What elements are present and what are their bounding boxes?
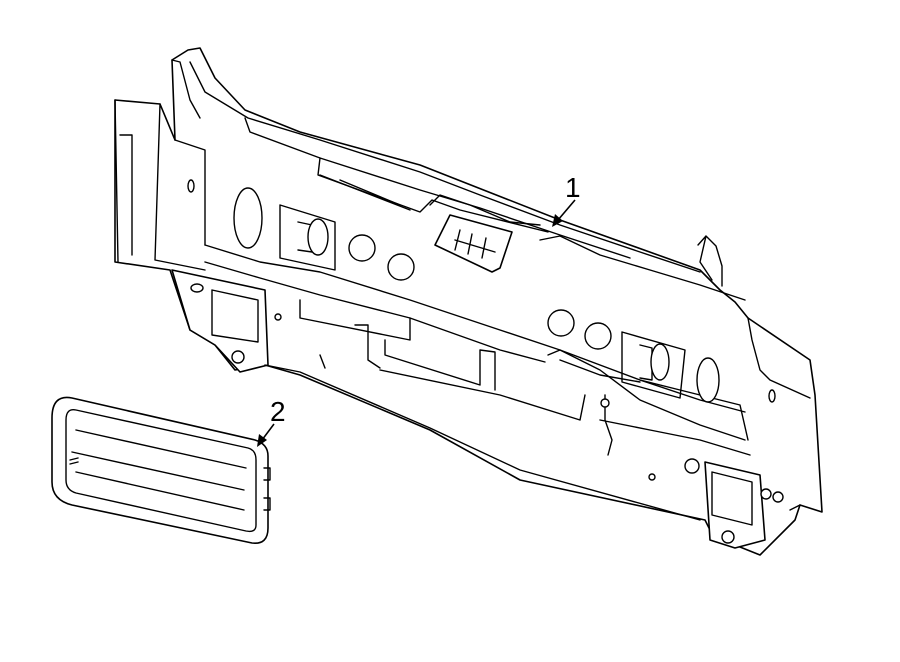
hole-1 bbox=[348, 234, 376, 262]
hole-6 bbox=[600, 398, 610, 408]
rb-hole-3 bbox=[721, 530, 735, 544]
hole-4 bbox=[547, 309, 575, 337]
rear-body-panel-icon bbox=[114, 47, 823, 556]
callout-2: 2 bbox=[270, 396, 286, 427]
bracket-slot bbox=[190, 283, 204, 293]
hole-8 bbox=[648, 473, 656, 481]
lower-right-bracket bbox=[704, 461, 766, 549]
right-oval-hole bbox=[696, 357, 720, 403]
right-edge-detail bbox=[747, 317, 811, 511]
left-flange-top bbox=[171, 59, 206, 246]
leader-1 bbox=[557, 199, 576, 221]
vent-louvers bbox=[69, 429, 247, 511]
small-hole-left bbox=[187, 179, 195, 193]
vent-inner bbox=[65, 409, 257, 533]
right-slot bbox=[650, 343, 670, 381]
top-recess bbox=[319, 174, 541, 226]
arrow-1 bbox=[552, 214, 563, 227]
left-slot bbox=[307, 218, 329, 256]
lower-left-window bbox=[211, 289, 259, 343]
lower-right-window bbox=[711, 471, 753, 526]
rb-hole-2 bbox=[772, 491, 784, 503]
hole-7 bbox=[684, 458, 700, 474]
hole-5 bbox=[584, 322, 612, 350]
right-hook bbox=[697, 235, 723, 287]
left-oval-hole bbox=[233, 187, 263, 249]
left-flange bbox=[114, 99, 206, 271]
hole-small-3 bbox=[274, 313, 282, 321]
vent-outer bbox=[51, 396, 269, 545]
lower-left-bracket bbox=[171, 269, 269, 373]
center-pad-lines bbox=[454, 229, 496, 259]
bottom-edge bbox=[264, 364, 701, 521]
air-vent-grille-icon bbox=[51, 396, 271, 545]
small-hole-right bbox=[768, 389, 776, 403]
bracket-hole bbox=[231, 350, 245, 364]
vent-tabs bbox=[263, 467, 271, 511]
center-pad bbox=[434, 214, 513, 273]
lower-channel bbox=[319, 324, 586, 421]
leader-2 bbox=[261, 423, 275, 441]
hole-2 bbox=[387, 253, 415, 281]
rb-hole-1 bbox=[760, 488, 772, 500]
top-channel bbox=[189, 61, 701, 273]
callout-1: 1 bbox=[565, 172, 581, 203]
arrow-2 bbox=[257, 434, 267, 447]
